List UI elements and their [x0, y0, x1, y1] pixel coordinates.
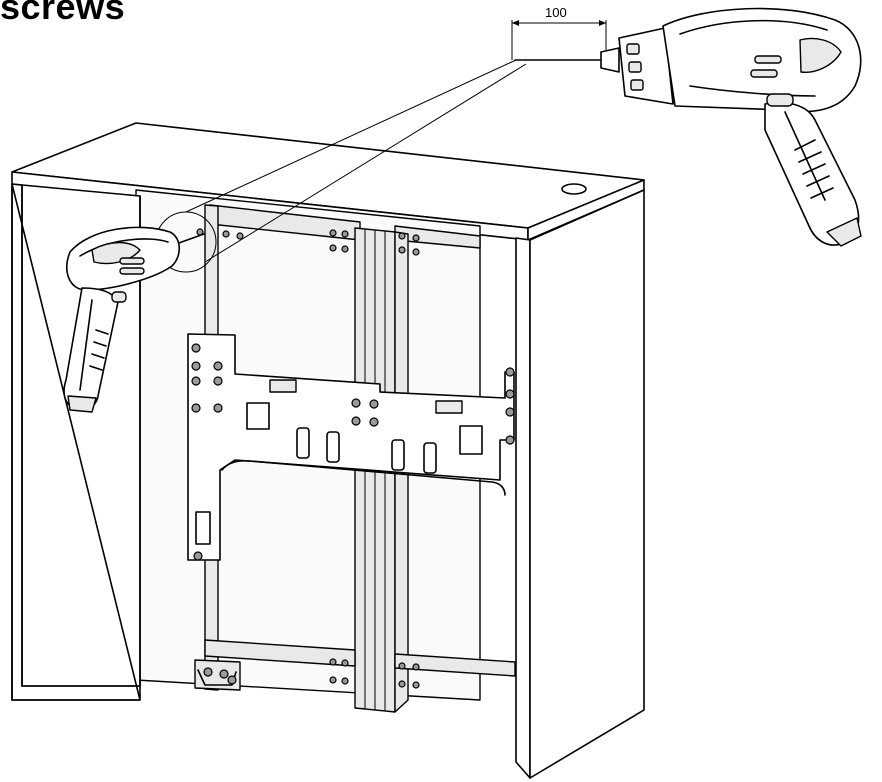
lower-rail-left	[204, 639, 356, 667]
right-side-panel-outer	[529, 189, 645, 779]
right-side-panel	[515, 237, 531, 779]
cable-grommet	[561, 183, 587, 195]
screwdriver-icon	[63, 226, 205, 413]
plate-opening-2	[459, 425, 483, 455]
plate-slot-4	[423, 442, 437, 474]
plate-slot-3	[391, 439, 405, 471]
lower-rail-right	[394, 653, 516, 677]
callout-leader-2	[204, 63, 527, 263]
plate-opening-1	[246, 402, 270, 430]
cabinet	[11, 122, 645, 779]
plate-slot-1	[296, 427, 310, 459]
plate-slot-side	[195, 511, 211, 545]
step-title: screws	[0, 0, 126, 27]
screws	[191, 228, 515, 689]
plate-slot-2	[326, 431, 340, 463]
detail-callout	[155, 59, 527, 273]
dimension-100: 100	[511, 5, 607, 60]
bracket-1	[269, 379, 297, 393]
bracket-2	[435, 400, 463, 414]
callout-leader-1	[185, 59, 517, 213]
dimension-label: 100	[545, 5, 567, 20]
screwdriver-icon	[514, 7, 862, 247]
